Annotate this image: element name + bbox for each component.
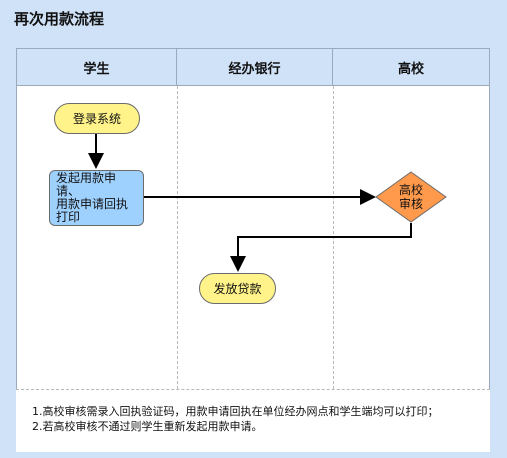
lane-header-university: 高校: [397, 61, 424, 77]
lane-header: 学生 经办银行 高校: [17, 49, 489, 86]
node-university-review-label: 高校 审核: [398, 183, 423, 211]
node-login-system: 登录系统: [54, 103, 140, 134]
lane-header-bank: 经办银行: [177, 49, 333, 85]
arrow-review-to-disburse: [230, 223, 412, 272]
notes-box: 1.高校审核需录入回执验证码，用款申请回执在单位经办网点和学生端均可以打印； 2…: [16, 389, 490, 452]
page-title: 再次用款流程: [14, 10, 105, 28]
node-disburse-loan: 发放贷款: [199, 273, 276, 304]
lane-divider: [177, 86, 178, 389]
lane-header-student: 学生: [17, 49, 177, 85]
note-item: 2.若高校审核不通过则学生重新发起用款申请。: [32, 420, 263, 433]
decision-diamond-icon: [375, 171, 447, 223]
node-university-review: 高校 审核: [375, 171, 447, 223]
node-apply-print: 发起用款申请、 用款申请回执 打印: [49, 170, 144, 226]
note-item: 1.高校审核需录入回执验证码，用款申请回执在单位经办网点和学生端均可以打印；: [32, 405, 439, 418]
